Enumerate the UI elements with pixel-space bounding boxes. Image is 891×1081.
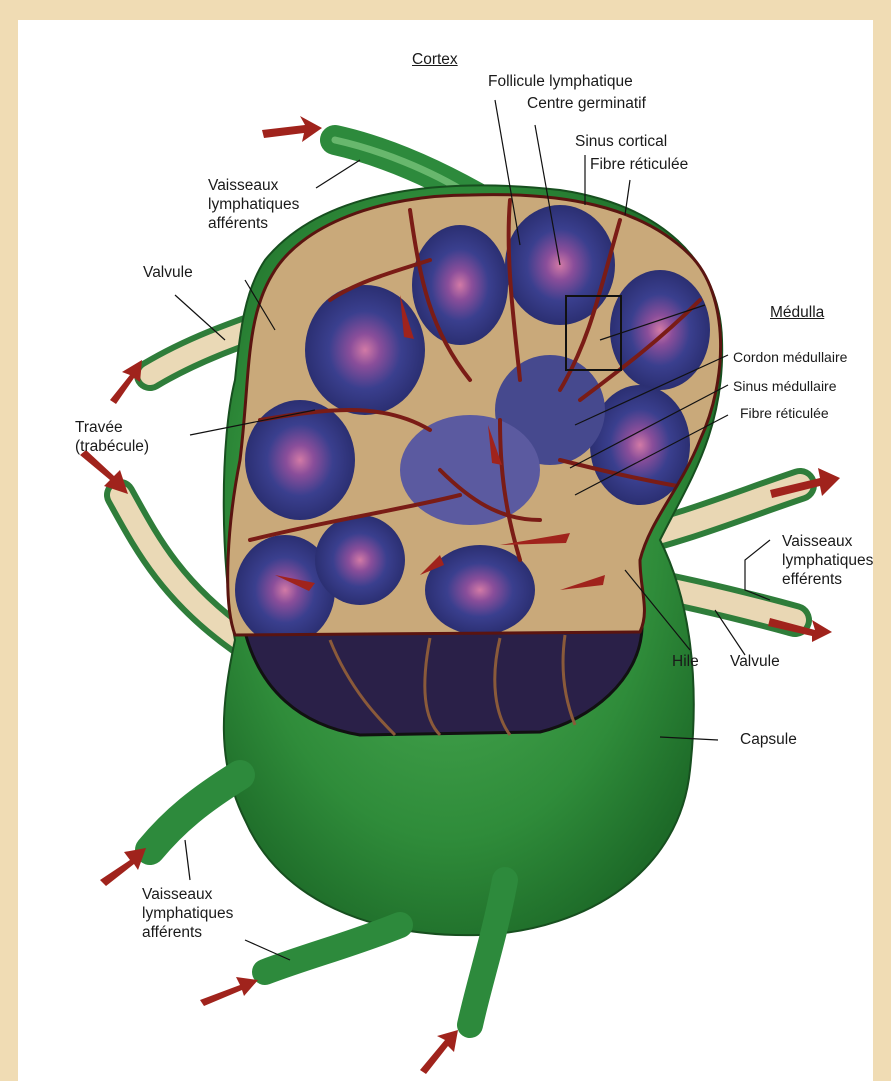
label-cordon-medullaire: Cordon médullaire — [733, 348, 847, 367]
label-travee: Travée (trabécule) — [75, 418, 149, 456]
label-valvule-right: Valvule — [730, 652, 780, 671]
label-hile: Hile — [672, 652, 699, 671]
label-vaisseaux-afferents-bottom: Vaisseaux lymphatiques afférents — [142, 885, 233, 942]
label-vaisseaux-efferents: Vaisseaux lymphatiques efférents — [782, 532, 873, 589]
label-centre-germinatif: Centre germinatif — [527, 94, 646, 113]
label-cortex: Cortex — [412, 50, 458, 69]
label-vaisseaux-afferents-top: Vaisseaux lymphatiques afférents — [208, 176, 299, 233]
label-capsule: Capsule — [740, 730, 797, 749]
label-sinus-cortical: Sinus cortical — [575, 132, 667, 151]
label-follicule: Follicule lymphatique — [488, 72, 633, 91]
label-fibre-reticulee-top: Fibre réticulée — [590, 155, 688, 174]
label-medulla: Médulla — [770, 303, 824, 322]
label-sinus-medullaire: Sinus médullaire — [733, 377, 837, 396]
label-fibre-reticulee-mid: Fibre réticulée — [740, 404, 829, 423]
label-valvule-left: Valvule — [143, 263, 193, 282]
